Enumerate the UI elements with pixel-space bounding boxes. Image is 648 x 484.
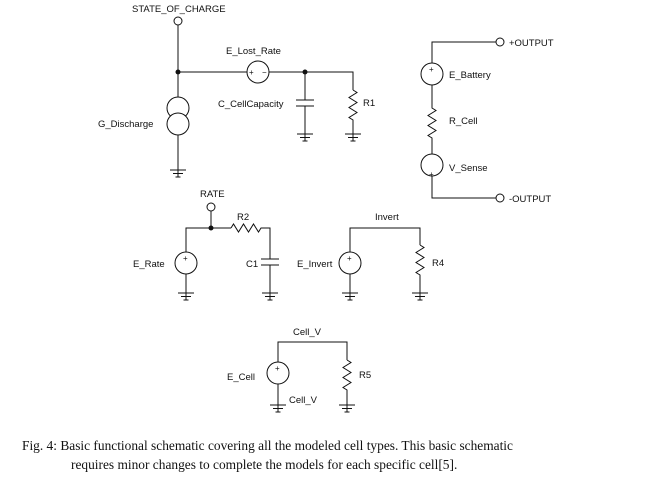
negative-output-terminal [495, 193, 505, 203]
e-lost-rate-plus: + [249, 68, 254, 77]
r2-label: R2 [237, 212, 249, 223]
lost-rate-wire [269, 71, 354, 90]
e-rate-label: E_Rate [133, 259, 165, 270]
r1-resistor [348, 89, 358, 134]
e-battery-plus: + [429, 65, 434, 74]
r4-resistor [415, 244, 425, 293]
v-sense-label: V_Sense [449, 163, 488, 174]
negative-output-label: -OUTPUT [509, 194, 551, 205]
c1-label: C1 [246, 259, 258, 270]
r5-resistor [342, 359, 352, 405]
c-cellcapacity-label: C_CellCapacity [218, 99, 284, 110]
e-invert-plus: + [347, 254, 352, 263]
state-of-charge-terminal [173, 16, 183, 26]
invert-block: Invert + E_Invert R4 [297, 212, 444, 301]
cell-voltage-block: Cell_V + E_Cell Cell_V R5 [227, 327, 371, 413]
c1-capacitor [261, 258, 279, 293]
positive-output-terminal [495, 37, 505, 47]
rate-terminal [206, 202, 216, 212]
invert-label: Invert [375, 212, 399, 223]
figure-caption: Fig. 4: Basic functional schematic cover… [22, 436, 634, 474]
ground-icon [269, 404, 287, 413]
negative-output-wire [431, 176, 496, 199]
cell-v-wire [277, 341, 348, 362]
e-rate-plus: + [183, 254, 188, 263]
state-of-charge-block: STATE_OF_CHARGE E_Lost_Rate + − C_CellCa… [98, 4, 375, 178]
rate-node-wire [185, 227, 231, 252]
cell-v-bottom-label: Cell_V [289, 395, 318, 406]
positive-output-label: +OUTPUT [509, 38, 554, 49]
e-lost-rate-label: E_Lost_Rate [226, 46, 281, 57]
ground-icon [344, 133, 362, 142]
g-discharge-label: G_Discharge [98, 119, 153, 130]
ground-icon [169, 169, 187, 178]
battery-output-block: +OUTPUT + E_Battery R_Cell + V_Sense -OU… [420, 37, 554, 205]
r5-label: R5 [359, 370, 371, 381]
invert-wire [349, 227, 421, 252]
ground-icon [296, 133, 314, 142]
c-cellcapacity-capacitor [296, 72, 314, 134]
r2-resistor [230, 223, 271, 259]
cell-v-top-label: Cell_V [293, 327, 322, 338]
positive-output-wire [431, 41, 496, 63]
ground-icon [341, 292, 359, 301]
r-cell-label: R_Cell [449, 116, 478, 127]
v-sense-plus: + [429, 170, 434, 179]
r1-label: R1 [363, 98, 375, 109]
rate-junction-dot [208, 225, 214, 231]
g-discharge-source-lower [166, 112, 190, 136]
r-cell-resistor [427, 85, 437, 154]
rate-block: RATE R2 + E_Rate C1 [133, 189, 279, 301]
ground-icon [261, 292, 279, 301]
caption-line-2: requires minor changes to complete the m… [71, 457, 458, 472]
e-cell-label: E_Cell [227, 372, 255, 383]
e-invert-label: E_Invert [297, 259, 333, 270]
r4-label: R4 [432, 258, 444, 269]
state-of-charge-label: STATE_OF_CHARGE [132, 4, 226, 15]
ground-icon [177, 292, 195, 301]
e-cell-plus: + [275, 364, 280, 373]
e-lost-rate-minus: − [262, 68, 267, 77]
rate-label: RATE [200, 189, 225, 200]
ground-icon [411, 292, 429, 301]
ground-icon [338, 404, 356, 413]
circuit-schematic: STATE_OF_CHARGE E_Lost_Rate + − C_CellCa… [98, 4, 554, 413]
caption-line-1: Fig. 4: Basic functional schematic cover… [22, 438, 513, 453]
e-battery-label: E_Battery [449, 70, 491, 81]
